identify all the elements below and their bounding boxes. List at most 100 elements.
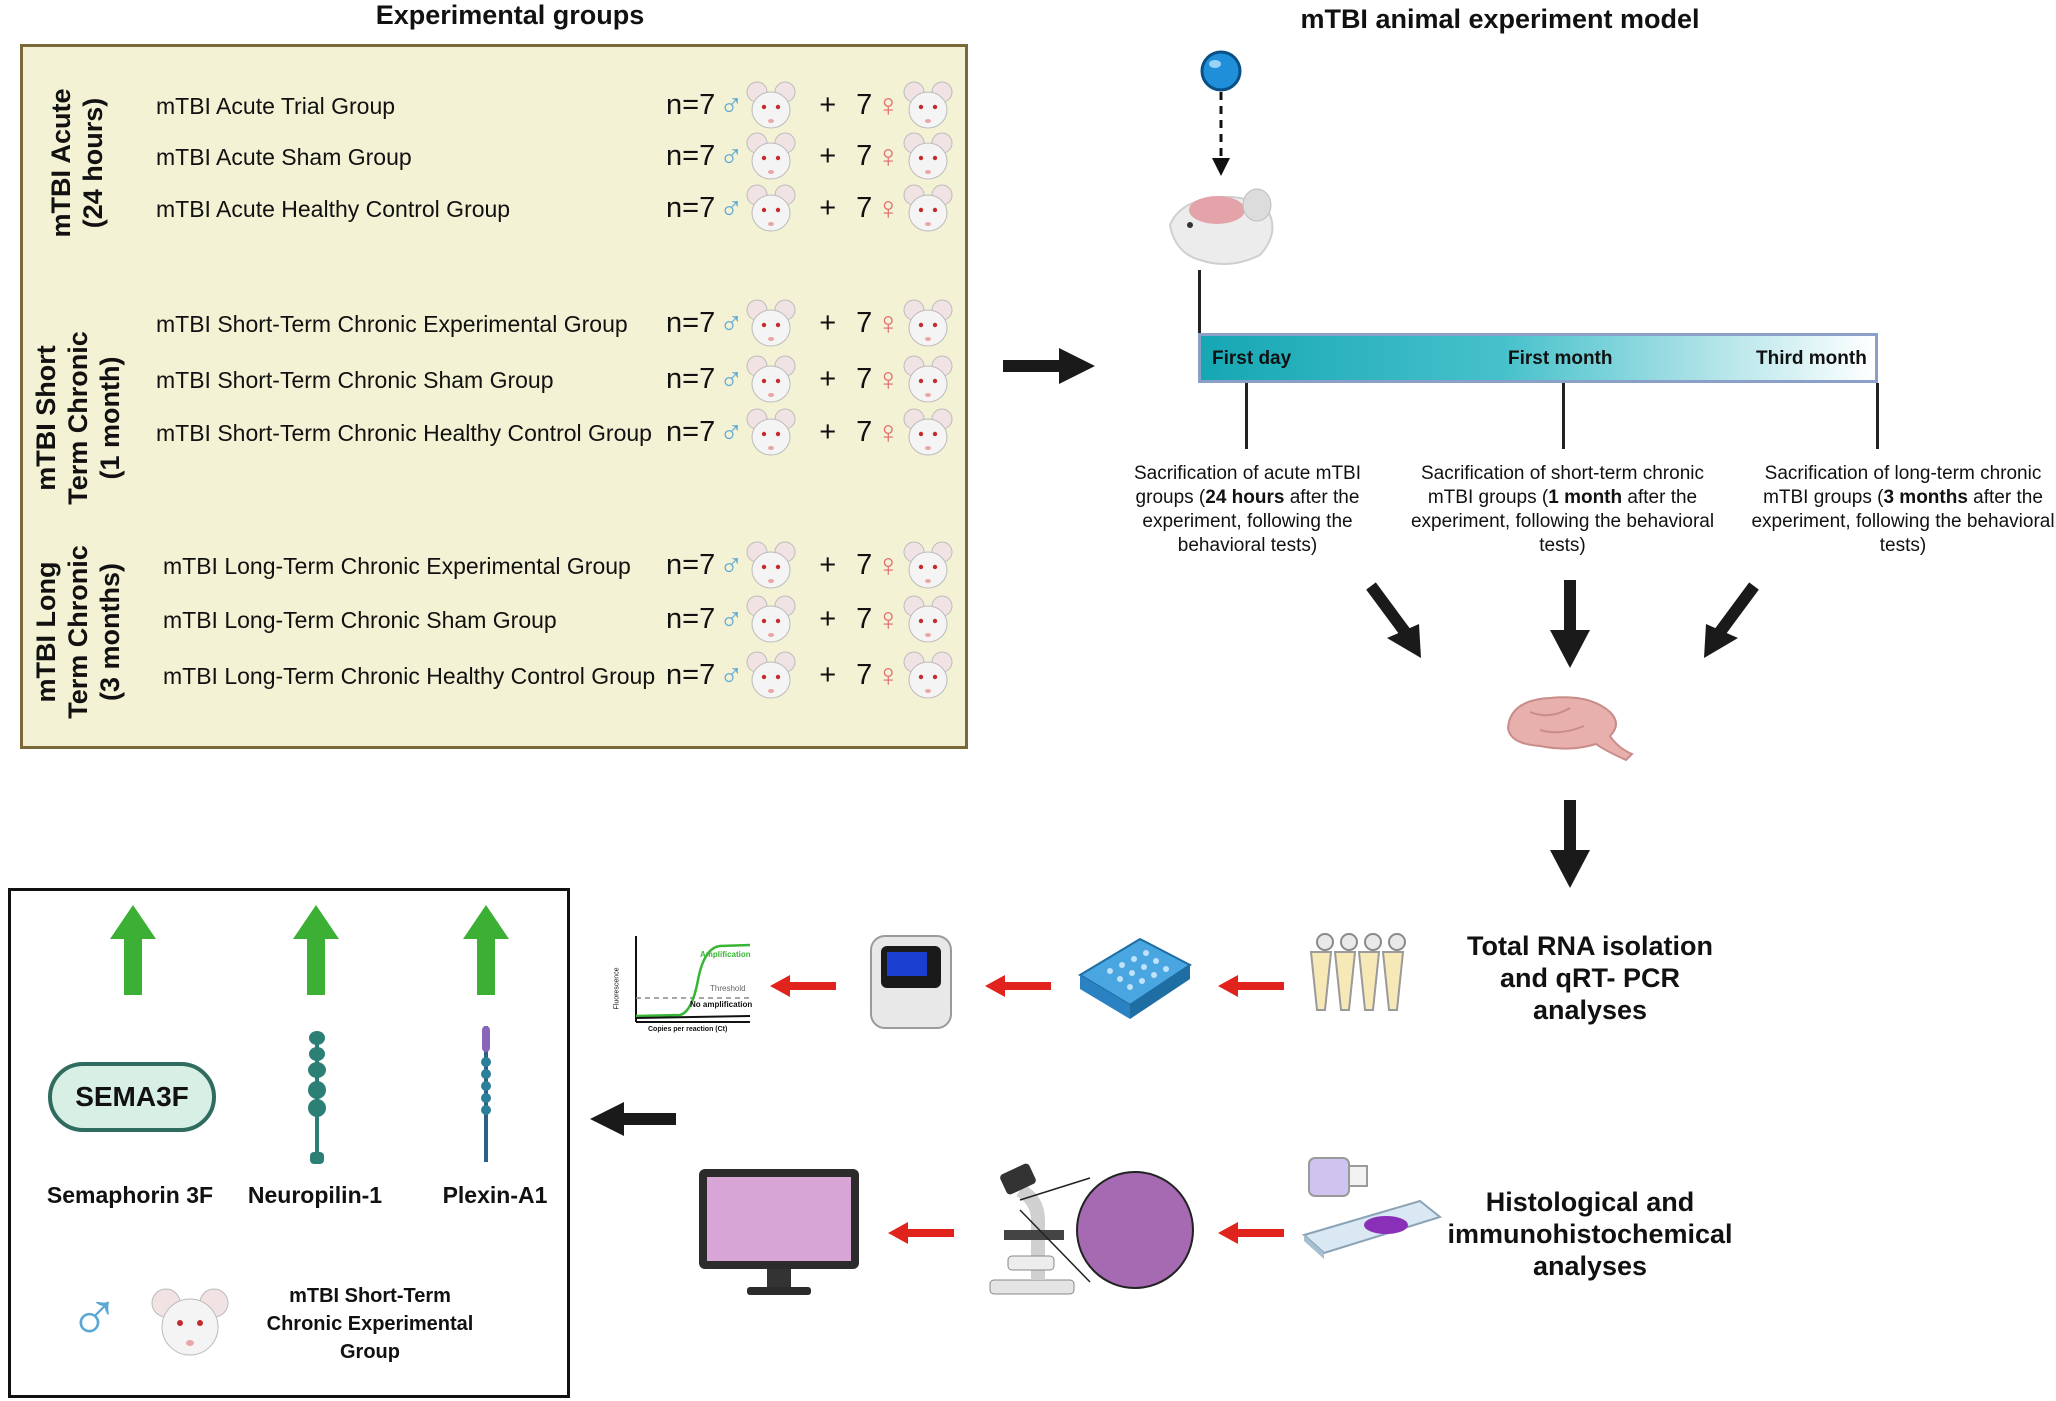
red-arrow-icon-5 — [888, 1222, 954, 1244]
up-arrow-icon-sema3f — [110, 905, 156, 995]
female-symbol-icon: ♀ — [876, 304, 901, 341]
female-count: 7 — [856, 658, 873, 691]
female-symbol-icon: ♀ — [876, 86, 901, 123]
plus-sign: + — [819, 362, 837, 395]
plus-sign: + — [819, 191, 837, 224]
group-name: mTBI Acute Trial Group — [156, 92, 396, 119]
slide-icon — [1301, 1199, 1443, 1259]
sacrifice-short-term-text: Sacrification of short-term chronic mTBI… — [1410, 463, 1715, 556]
plus-sign: + — [819, 415, 837, 448]
male-symbol-icon: ♂ — [719, 546, 744, 583]
group-count: n=7♂+7♀ — [666, 131, 954, 181]
female-count: 7 — [856, 306, 873, 339]
mouse-face-icon — [745, 183, 797, 233]
group-count: n=7♂+7♀ — [666, 183, 954, 233]
male-count: n=7 — [666, 362, 716, 395]
male-symbol-icon: ♂ — [719, 189, 744, 226]
female-count: 7 — [856, 602, 873, 635]
group-name: mTBI Acute Sham Group — [156, 143, 412, 170]
mouse-face-icon — [745, 80, 797, 130]
up-arrow-icon-plexin — [463, 905, 509, 995]
up-arrow-icon-neuropilin — [293, 905, 339, 995]
sacrifice-acute-text: Sacrification of acute mTBI groups (24 h… — [1133, 463, 1362, 556]
plus-sign: + — [819, 88, 837, 121]
group-row: mTBI Short-Term Chronic Healthy Control … — [156, 407, 652, 459]
arrow-to-model-icon — [1003, 348, 1095, 384]
male-symbol-icon: ♂ — [719, 304, 744, 341]
plus-sign: + — [819, 306, 837, 339]
female-symbol-icon: ♀ — [876, 546, 901, 583]
qpcr-machine-icon — [870, 935, 952, 1029]
pcr-no-amplification-label: No amplification — [690, 1000, 753, 1009]
marker-label-neuropilin: Neuropilin-1 — [247, 1182, 383, 1208]
male-symbol-icon: ♂ — [719, 137, 744, 174]
group-count: n=7♂+7♀ — [666, 80, 954, 130]
male-symbol-icon: ♂ — [719, 86, 744, 123]
male-symbol-icon: ♂ — [719, 600, 744, 637]
red-arrow-icon-1 — [1218, 975, 1284, 997]
female-symbol-icon: ♀ — [876, 360, 901, 397]
female-symbol-icon: ♀ — [876, 137, 901, 174]
female-count: 7 — [856, 415, 873, 448]
mouse-face-icon — [745, 407, 797, 457]
arrow-down-center-icon — [1550, 580, 1590, 668]
plus-sign: + — [819, 548, 837, 581]
female-symbol-icon: ♀ — [876, 189, 901, 226]
mouse-face-icon — [745, 650, 797, 700]
pcr-plate-icon — [1078, 937, 1192, 1019]
pcr-amplification-plot — [635, 936, 751, 1023]
monitor-icon — [699, 1169, 859, 1295]
group-row: mTBI Long-Term Chronic Healthy Control G… — [163, 650, 655, 702]
mouse-face-icon — [902, 540, 954, 590]
model-heading: mTBI animal experiment model — [1300, 4, 1700, 34]
male-count: n=7 — [666, 602, 716, 635]
mouse-face-icon — [902, 354, 954, 404]
tick-third-month — [1876, 383, 1879, 449]
group-name: mTBI Short-Term Chronic Healthy Control … — [156, 419, 652, 446]
male-count: n=7 — [666, 306, 716, 339]
group-row: mTBI Long-Term Chronic Experimental Grou… — [163, 540, 631, 592]
mouse-face-icon — [151, 1288, 229, 1356]
tubes-icon — [1309, 933, 1406, 1011]
timeline-third-month: Third month — [1756, 348, 1867, 369]
group-name: mTBI Acute Healthy Control Group — [156, 195, 511, 222]
marker-label-plexin: Plexin-A1 — [442, 1182, 548, 1208]
group-row: mTBI Acute Healthy Control Group — [156, 183, 510, 235]
pcr-xlabel: Copies per reaction (Ct) — [648, 1026, 728, 1033]
male-symbol-icon: ♂ — [719, 360, 744, 397]
timeline-start-tick — [1198, 270, 1201, 334]
plexin-receptor-icon — [481, 1026, 491, 1162]
mouse-face-icon — [745, 354, 797, 404]
results-panel — [8, 888, 570, 1398]
mouse-face-icon — [745, 298, 797, 348]
brain-icon — [1506, 696, 1634, 762]
group-name: mTBI Long-Term Chronic Sham Group — [163, 606, 557, 633]
female-count: 7 — [856, 191, 873, 224]
male-count: n=7 — [666, 658, 716, 691]
red-arrow-icon-3 — [770, 975, 836, 997]
marker-label-sema3f: Semaphorin 3F — [46, 1182, 214, 1208]
group-row: mTBI Long-Term Chronic Sham Group — [163, 594, 557, 646]
female-symbol-icon: ♀ — [876, 656, 901, 693]
impactor-ball-icon — [1200, 50, 1242, 176]
pcr-amplification-label: Amplification — [700, 950, 751, 959]
tick-first-day — [1245, 383, 1248, 449]
male-count: n=7 — [666, 415, 716, 448]
sacrifice-long-term-text: Sacrification of long-term chronic mTBI … — [1751, 463, 2055, 556]
group-row: mTBI Short-Term Chronic Experimental Gro… — [156, 298, 628, 350]
experimental-groups-heading: Experimental groups — [375, 0, 645, 30]
female-count: 7 — [856, 88, 873, 121]
mouse-face-icon — [902, 298, 954, 348]
female-count: 7 — [856, 362, 873, 395]
sema3f-pill: SEMA3F — [48, 1062, 216, 1132]
group-row: mTBI Acute Trial Group — [156, 80, 395, 132]
pcr-ylabel: Fluorescence — [613, 967, 621, 1010]
mouse-face-icon — [745, 131, 797, 181]
mouse-face-icon — [902, 131, 954, 181]
mouse-head-icon — [1168, 188, 1274, 265]
red-arrow-icon-4 — [1218, 1222, 1284, 1244]
